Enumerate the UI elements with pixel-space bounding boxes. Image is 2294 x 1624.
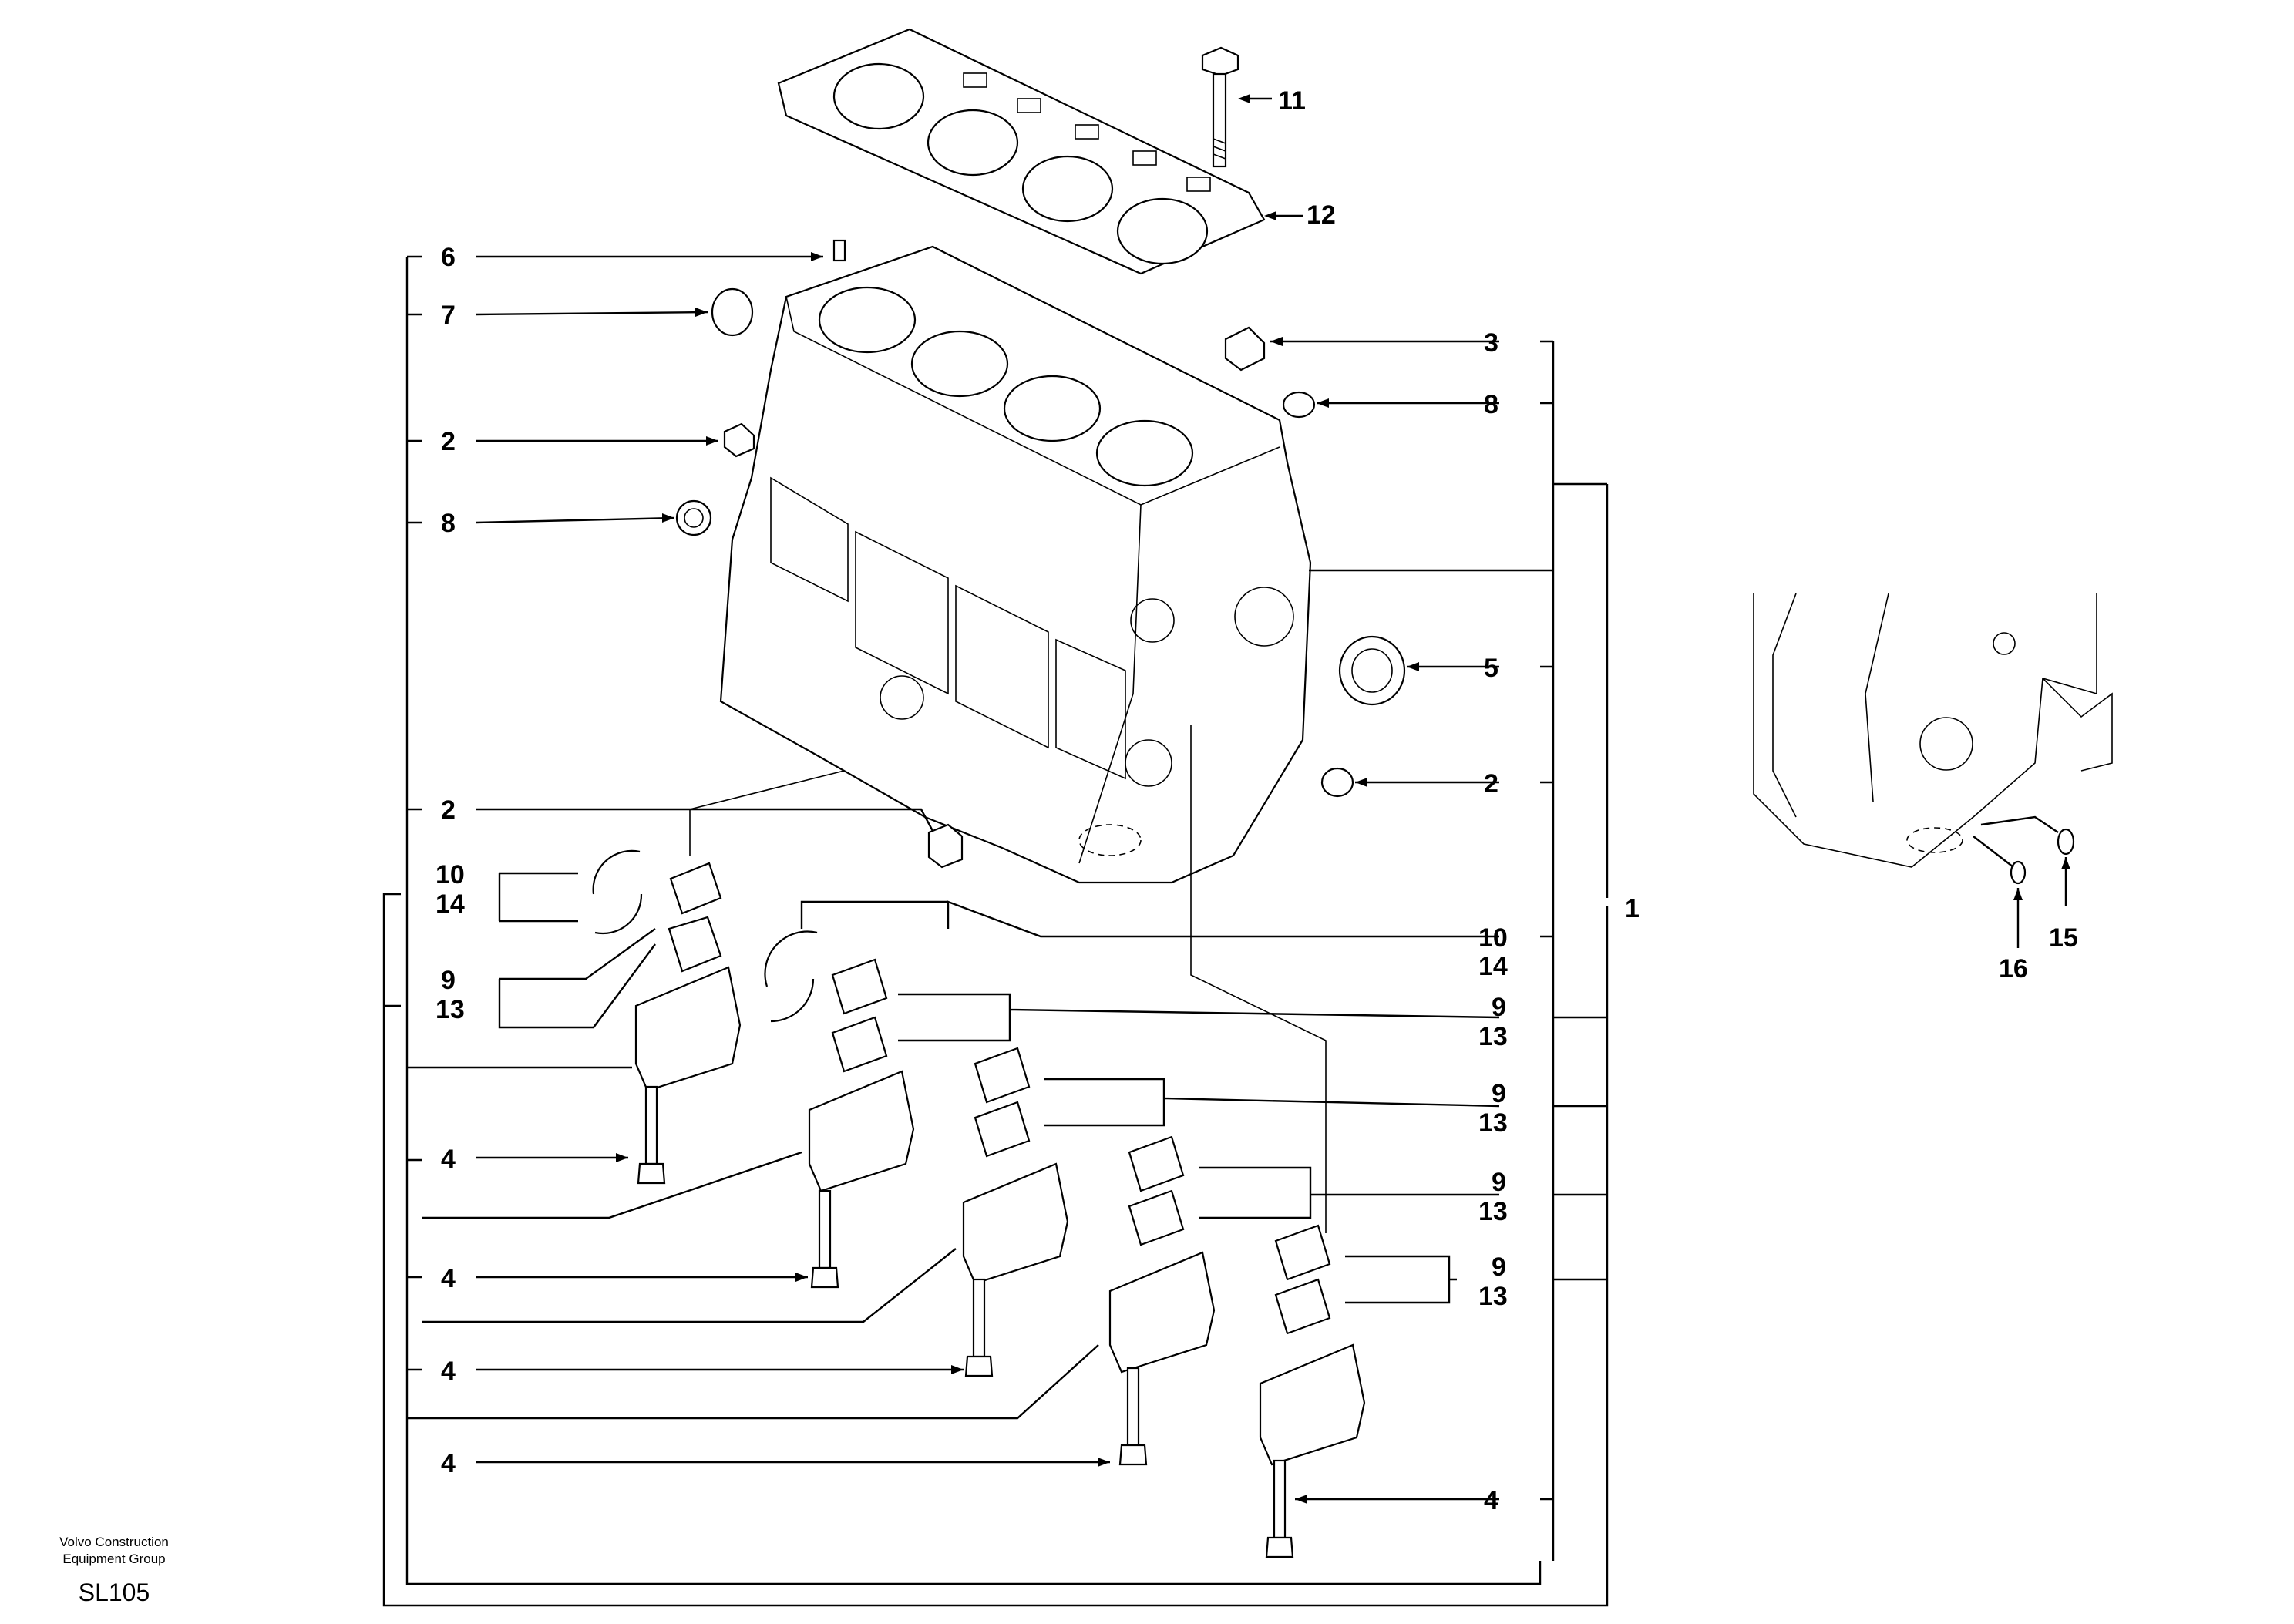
bearing-cap-2	[808, 1070, 915, 1192]
plug-2-lower	[927, 823, 964, 869]
callout-4-a: 4	[441, 1145, 456, 1174]
callout-9-d: 9	[1492, 1252, 1506, 1282]
expansion-plug-7	[711, 287, 754, 337]
callout-1: 1	[1625, 894, 1640, 923]
callout-8-right: 8	[1484, 390, 1498, 419]
callout-3: 3	[1484, 328, 1498, 358]
callout-9-b: 9	[1492, 1079, 1506, 1108]
callout-10-right: 10	[1478, 923, 1508, 953]
callout-11: 11	[1278, 86, 1306, 116]
footer: Volvo Construction Equipment Group SL105	[22, 1534, 207, 1607]
callout-13-b: 13	[1478, 1108, 1508, 1138]
callout-14-right: 14	[1478, 952, 1508, 981]
seal-ring-8-left	[675, 499, 712, 536]
footer-org-line2: Equipment Group	[62, 1552, 166, 1566]
callout-7: 7	[441, 301, 456, 330]
o-ring-15	[2057, 828, 2075, 856]
cap-bolt-1	[637, 1085, 666, 1185]
bearing-cap-1	[634, 966, 742, 1092]
rear-oil-seal-5	[1338, 635, 1406, 706]
callout-labels: 11 12 6 7 3 8 2 8 5 2 2 10 14 9 13 10 14…	[436, 86, 2078, 1515]
callout-4-c: 4	[441, 1357, 456, 1386]
callout-13-a: 13	[1478, 1022, 1508, 1051]
callout-4-d: 4	[441, 1449, 456, 1478]
callout-13-d: 13	[1478, 1282, 1508, 1311]
footer-org-line1: Volvo Construction	[59, 1535, 169, 1549]
cap-bolt-3	[964, 1278, 994, 1377]
cap-bolt-4	[1118, 1367, 1148, 1466]
detail-inset	[1753, 593, 2113, 885]
plug-3	[1224, 326, 1266, 372]
callout-9-c: 9	[1492, 1168, 1506, 1197]
callout-2-left-lower: 2	[441, 795, 456, 825]
plug-2-right	[1320, 767, 1354, 798]
callout-2-right: 2	[1484, 769, 1498, 799]
bearing-shell-1	[668, 862, 722, 973]
callout-5: 5	[1484, 654, 1498, 683]
bearing-cap-3	[962, 1162, 1069, 1285]
callout-6: 6	[441, 243, 456, 272]
arrow-heads	[616, 94, 2070, 1504]
callout-10-left: 10	[436, 860, 465, 889]
head-gasket	[777, 28, 1266, 275]
callout-8-left: 8	[441, 509, 456, 538]
callout-9-left: 9	[441, 966, 456, 995]
bearing-cap-4	[1108, 1251, 1216, 1374]
o-ring-16	[2010, 860, 2027, 885]
dowel-pin	[832, 239, 846, 262]
callout-16: 16	[1999, 954, 2028, 983]
callout-9-a: 9	[1492, 993, 1506, 1022]
bearing-shell-5	[1274, 1224, 1331, 1335]
callout-13-left: 13	[436, 995, 465, 1024]
bearing-shell-4	[1128, 1135, 1185, 1246]
footer-diagram-code: SL105	[78, 1579, 150, 1606]
expansion-plug-8-right	[1282, 391, 1316, 419]
callout-14-left: 14	[436, 889, 465, 919]
bearing-cap-5	[1259, 1343, 1366, 1466]
bearing-shell-2	[831, 958, 888, 1073]
plug-2-upper	[723, 422, 755, 458]
thrust-washers-left	[592, 849, 643, 935]
leader-lines	[382, 255, 2067, 1607]
cap-bolt-5	[1265, 1459, 1294, 1558]
head-bolt	[1201, 46, 1240, 168]
callout-12: 12	[1307, 200, 1336, 230]
thrust-washers-right	[764, 930, 818, 1023]
callout-4-b: 4	[441, 1264, 456, 1293]
callout-13-c: 13	[1478, 1197, 1508, 1226]
callout-15: 15	[2049, 923, 2078, 953]
cylinder-block	[719, 245, 1312, 884]
bearing-shell-3	[974, 1047, 1031, 1158]
cap-bolt-2	[810, 1189, 839, 1289]
callout-2-left-upper: 2	[441, 427, 456, 456]
callout-4-e: 4	[1484, 1486, 1498, 1515]
